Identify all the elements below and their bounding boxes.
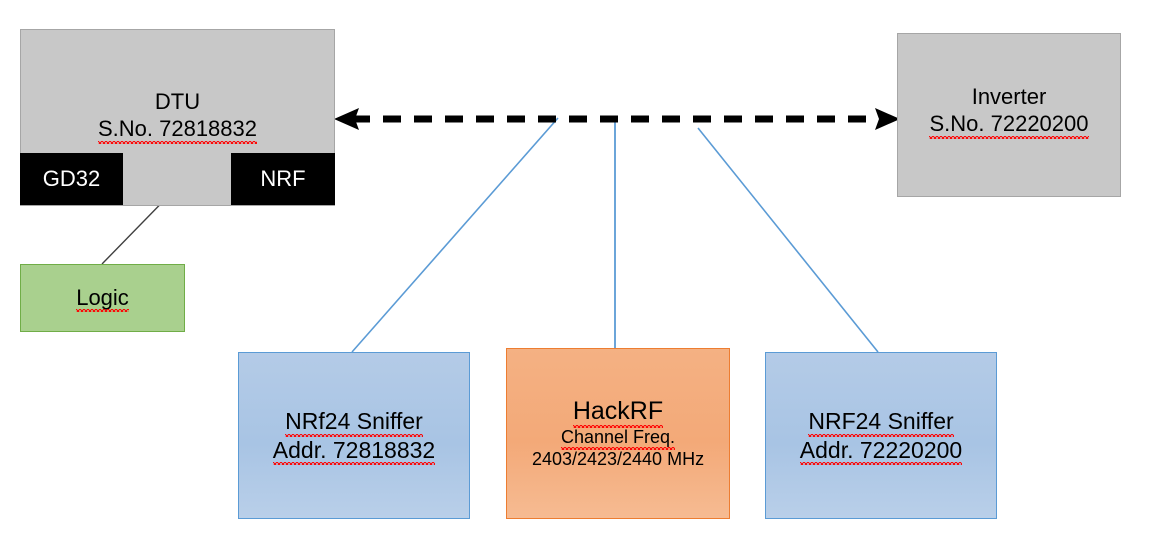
node-logic-analyzer[interactable]: Logic <box>20 264 185 332</box>
node-gd32[interactable]: GD32 <box>20 153 123 205</box>
node-inverter[interactable]: Inverter S.No. 72220200 <box>897 33 1121 197</box>
dtu-serial: S.No. 72818832 <box>97 115 258 144</box>
inverter-label: Inverter <box>971 84 1047 109</box>
tap-right-line <box>697 127 879 353</box>
sniffer-right-label: NRF24 Sniffer <box>808 408 954 437</box>
logic-label: Logic <box>76 284 129 313</box>
node-sniffer-left[interactable]: NRf24 Sniffer Addr. 72818832 <box>238 352 470 519</box>
node-nrf[interactable]: NRF <box>231 153 335 205</box>
hackrf-channel-label: Channel Freq. <box>560 426 676 450</box>
link-arrowhead-left <box>334 108 359 130</box>
sniffer-left-address: Addr. 72818832 <box>272 436 436 465</box>
tap-left-line <box>351 117 559 353</box>
node-hackrf[interactable]: HackRF Channel Freq. 2403/2423/2440 MHz <box>506 348 730 519</box>
hackrf-frequencies: 2403/2423/2440 MHz <box>531 448 705 469</box>
node-sniffer-right[interactable]: NRF24 Sniffer Addr. 72220200 <box>765 352 997 519</box>
gd32-label: GD32 <box>42 165 101 191</box>
sniffer-right-address: Addr. 72220200 <box>799 436 963 465</box>
inverter-serial: S.No. 72220200 <box>929 110 1089 139</box>
nrf-label: NRF <box>260 165 306 191</box>
sniffer-left-label: NRf24 Sniffer <box>285 408 423 437</box>
hackrf-label: HackRF <box>572 397 664 428</box>
dtu-label: DTU <box>154 89 201 114</box>
